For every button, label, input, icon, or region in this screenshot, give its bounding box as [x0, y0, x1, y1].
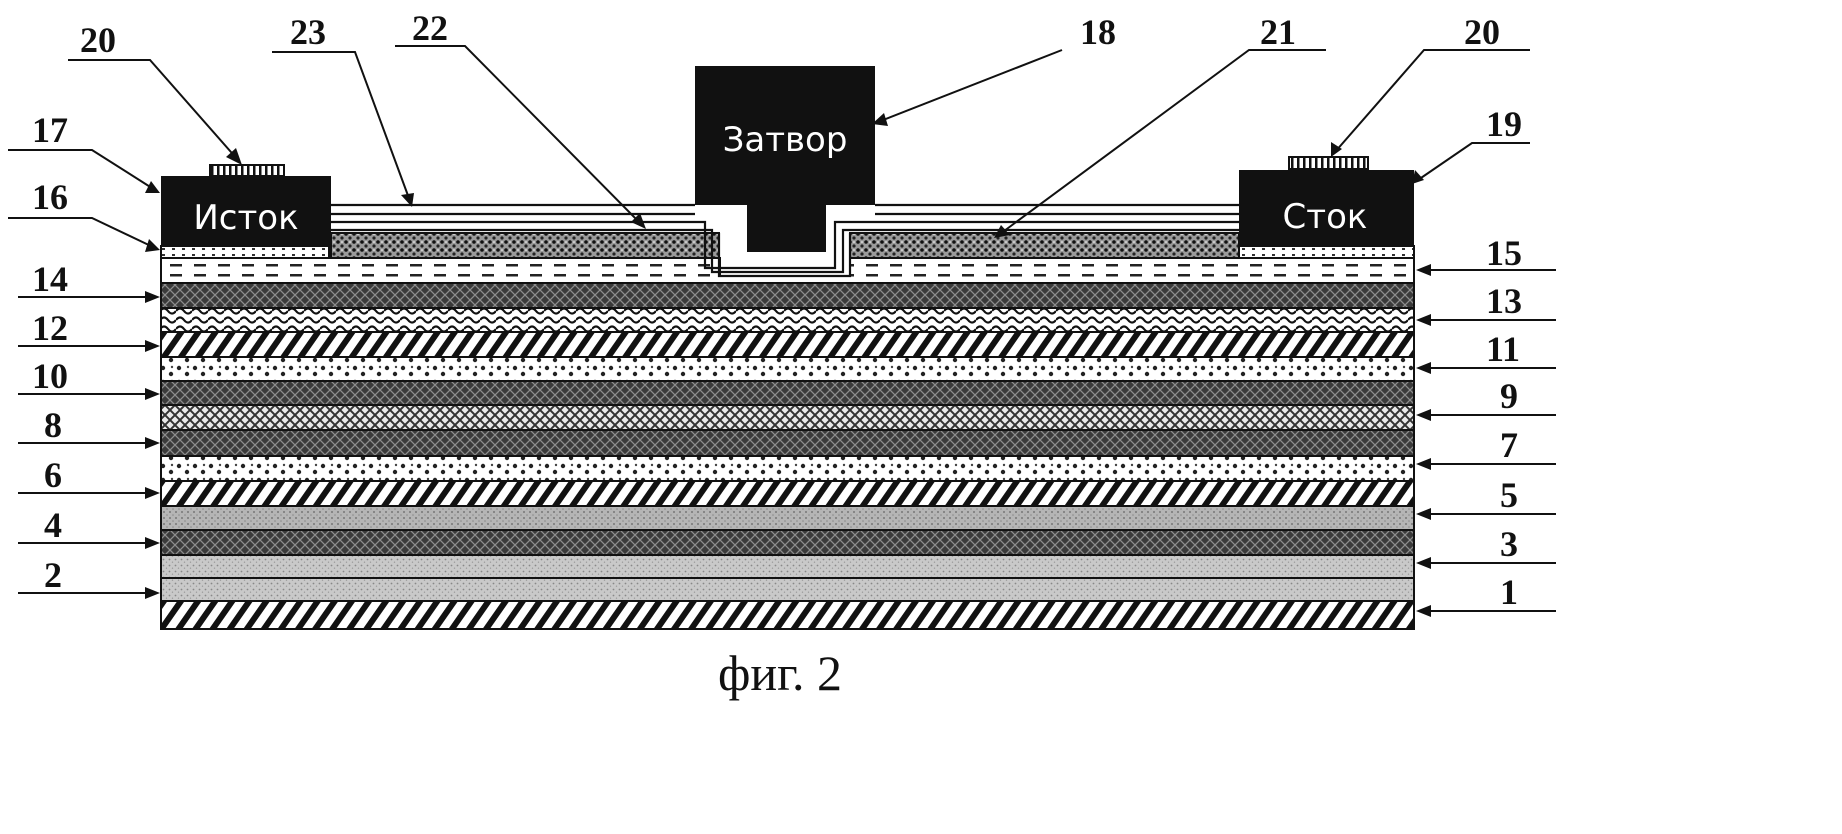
- layer-16-left: [160, 245, 330, 259]
- callout-18: 18: [1080, 12, 1116, 52]
- source-contact-pad: [209, 164, 285, 177]
- layer-21-left: [330, 232, 720, 259]
- callout-17: 17: [32, 110, 68, 150]
- callout-16: 16: [32, 177, 68, 217]
- layer-7: [160, 455, 1415, 482]
- layer-15: [160, 257, 1415, 284]
- callout-8: 8: [44, 405, 62, 445]
- callout-11: 11: [1486, 329, 1520, 369]
- source-label: Исток: [193, 198, 298, 238]
- callout-20-left: 20: [80, 20, 116, 60]
- gate-electrode: [695, 66, 875, 252]
- callout-3: 3: [1500, 524, 1518, 564]
- callout-14: 14: [32, 259, 68, 299]
- layer-4: [160, 529, 1415, 556]
- callout-9: 9: [1500, 376, 1518, 416]
- layer-5: [160, 505, 1415, 531]
- callout-12: 12: [32, 308, 68, 348]
- layer-6: [160, 480, 1415, 507]
- drain-label: Сток: [1283, 197, 1368, 237]
- layer-13: [160, 307, 1415, 333]
- layer-1: [160, 600, 1415, 630]
- source-electrode: [161, 176, 331, 246]
- layer-3: [160, 554, 1415, 579]
- callout-15: 15: [1486, 233, 1522, 273]
- callout-numbers-right: 18 21 20 19 15 13 11 9 7 5 3 1: [1080, 12, 1522, 612]
- leader-lines: [8, 45, 1556, 612]
- callout-13: 13: [1486, 281, 1522, 321]
- layer-14: [160, 282, 1415, 309]
- figure-caption: фиг. 2: [718, 645, 842, 701]
- layer-9: [160, 404, 1415, 431]
- callout-20-right: 20: [1464, 12, 1500, 52]
- arrowheads: [145, 113, 1431, 617]
- callout-10: 10: [32, 356, 68, 396]
- callout-19: 19: [1486, 104, 1522, 144]
- drain-electrode: [1239, 170, 1414, 246]
- layer-8: [160, 429, 1415, 457]
- drain-contact-pad: [1288, 156, 1369, 170]
- layer-stack: [160, 282, 1415, 630]
- layer-10: [160, 380, 1415, 406]
- callout-22: 22: [412, 8, 448, 48]
- callout-23: 23: [290, 12, 326, 52]
- layer-21-right: [849, 232, 1240, 259]
- callout-4: 4: [44, 505, 62, 545]
- layer-16-right: [1238, 245, 1415, 259]
- callout-numbers-left: 20 23 22 17 16 14 12 10 8 6 4 2: [32, 8, 448, 595]
- callout-21: 21: [1260, 12, 1296, 52]
- callout-1: 1: [1500, 572, 1518, 612]
- callout-6: 6: [44, 455, 62, 495]
- gate-label: Затвор: [723, 120, 848, 160]
- callout-5: 5: [1500, 475, 1518, 515]
- callout-2: 2: [44, 555, 62, 595]
- callout-7: 7: [1500, 425, 1518, 465]
- layer-11: [160, 356, 1415, 382]
- layer-12: [160, 331, 1415, 358]
- layer-2: [160, 577, 1415, 602]
